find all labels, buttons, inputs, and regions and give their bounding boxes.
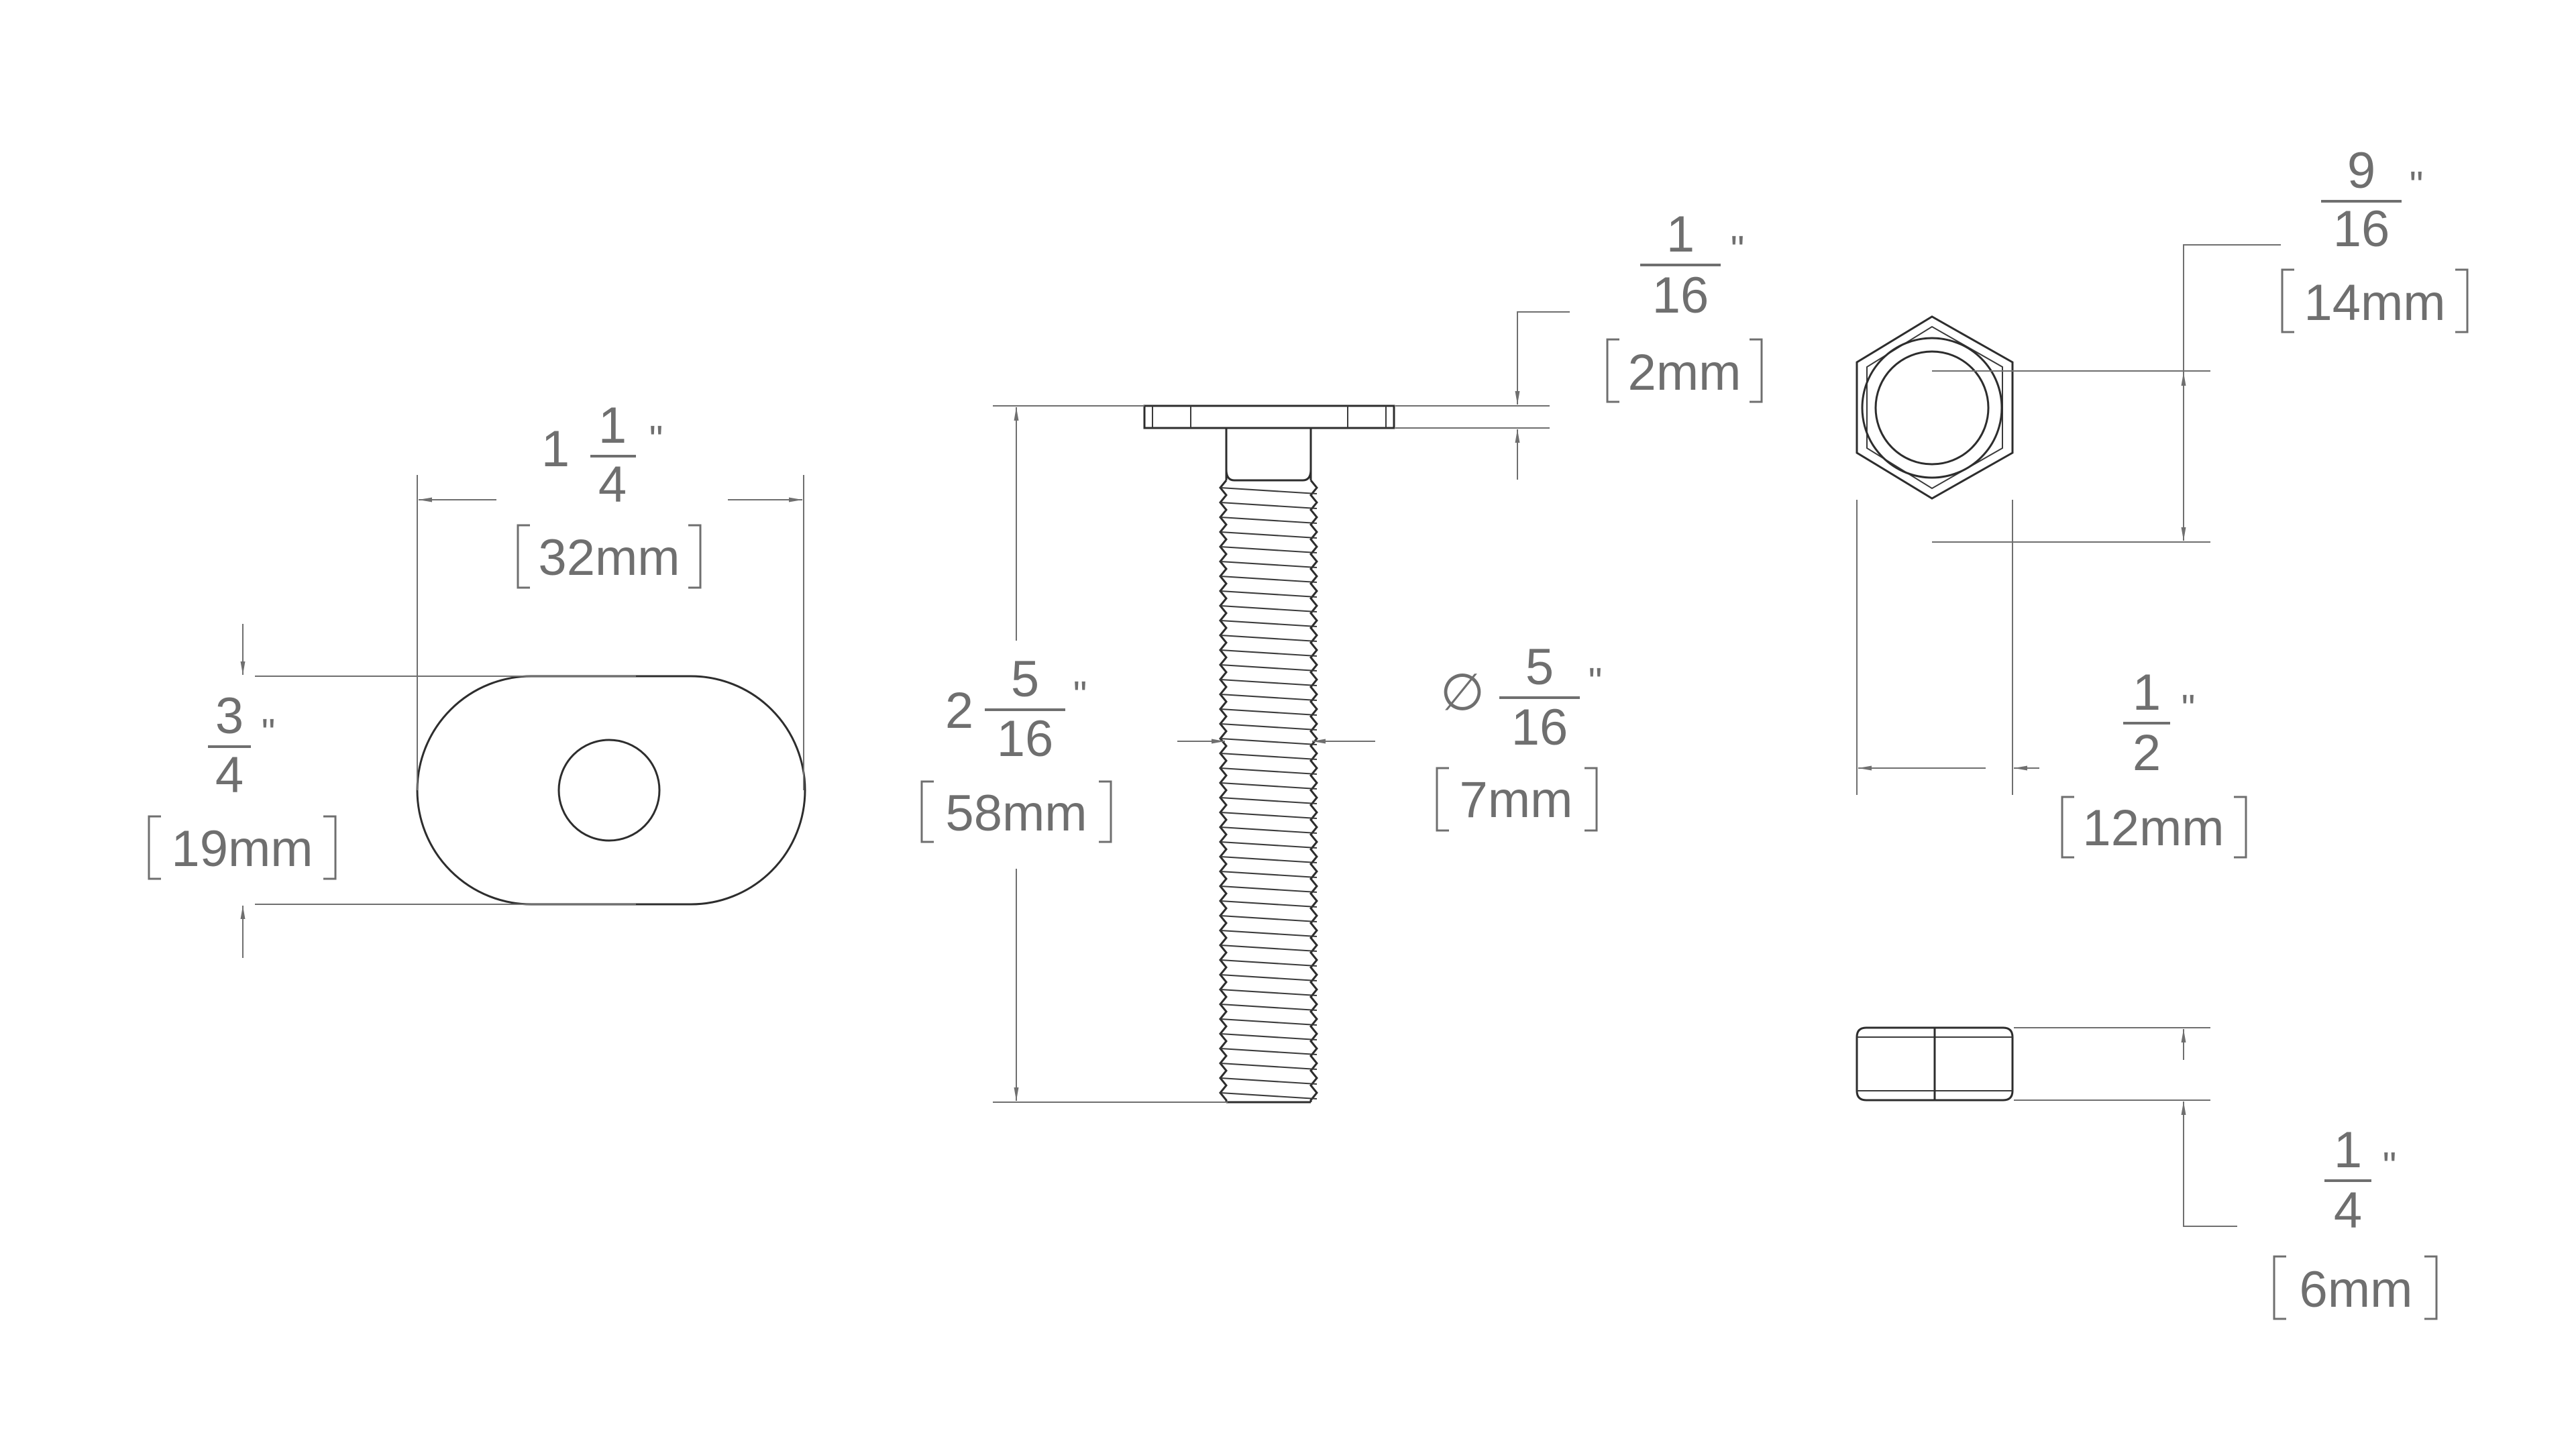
thread-diameter-numerator: 5 (1525, 639, 1554, 696)
nut-flats-denominator: 2 (2133, 724, 2161, 782)
t-bolt (1143, 405, 1395, 1104)
nut-flats-inch-mark: " (2182, 687, 2196, 731)
bolt-length-whole: 2 (945, 682, 973, 739)
plate-width-dimension: 1 1 4 " 32mm (417, 397, 804, 790)
plate-width-inch-mark: " (649, 418, 663, 462)
thread-diameter-metric: 7mm (1460, 771, 1573, 828)
plate-width-whole: 1 (541, 421, 570, 478)
head-thickness-metric: 2mm (1628, 344, 1741, 401)
nut-thickness-denominator: 4 (2334, 1182, 2362, 1239)
head-thickness-inch-mark: " (1731, 228, 1745, 272)
plate-height-metric: 19mm (171, 820, 313, 877)
plate-width-numerator: 1 (598, 397, 627, 454)
bolt-length-denominator: 16 (997, 710, 1054, 767)
thread-diameter-inch-mark: " (1589, 660, 1603, 704)
head-thickness-denominator: 16 (1652, 267, 1709, 324)
hex-nut-side-view (1856, 1026, 2014, 1102)
plate-height-denominator: 4 (215, 747, 244, 804)
nut-flats-numerator: 1 (2133, 664, 2161, 721)
plate-height-dimension: 3 4 " 19mm (148, 624, 636, 958)
nut-thickness-numerator: 1 (2334, 1122, 2362, 1179)
nut-corners-numerator: 9 (2347, 142, 2375, 199)
nut-thickness-dimension: 1 4 " 6mm (2014, 1027, 2438, 1320)
nut-thickness-inch-mark: " (2383, 1144, 2397, 1188)
head-thickness-numerator: 1 (1666, 206, 1695, 263)
plate-width-metric: 32mm (538, 529, 680, 586)
diameter-symbol: ∅ (1440, 664, 1485, 721)
bolt-length-inch-mark: " (1073, 674, 1087, 717)
head-thickness-dimension: 1 16 " 2mm (1395, 206, 1763, 480)
nut-across-corners-dimension: 9 16 " 14mm (1932, 142, 2469, 543)
nut-thickness-metric: 6mm (2300, 1261, 2413, 1318)
plate-width-denominator: 4 (598, 456, 627, 513)
plate-height-numerator: 3 (215, 688, 244, 745)
bolt-length-metric: 58mm (945, 785, 1087, 842)
hex-nut-top-view (1856, 315, 2014, 500)
thread-diameter-denominator: 16 (1511, 699, 1568, 756)
oval-plate (416, 675, 806, 906)
nut-corners-inch-mark: " (2410, 164, 2424, 207)
nut-across-flats-dimension: 1 2 " 12mm (1856, 500, 2247, 859)
plate-height-inch-mark: " (262, 711, 276, 755)
thread-diameter-dimension: ∅ 5 16 " 7mm (1177, 639, 1603, 832)
nut-flats-metric: 12mm (2082, 800, 2224, 857)
bolt-length-numerator: 5 (1011, 651, 1039, 708)
bolt-length-dimension: 2 5 16 " 58mm (920, 405, 1228, 1103)
nut-corners-denominator: 16 (2333, 201, 2390, 258)
nut-corners-metric: 14mm (2304, 274, 2445, 331)
bolt-threads (1219, 480, 1318, 1104)
